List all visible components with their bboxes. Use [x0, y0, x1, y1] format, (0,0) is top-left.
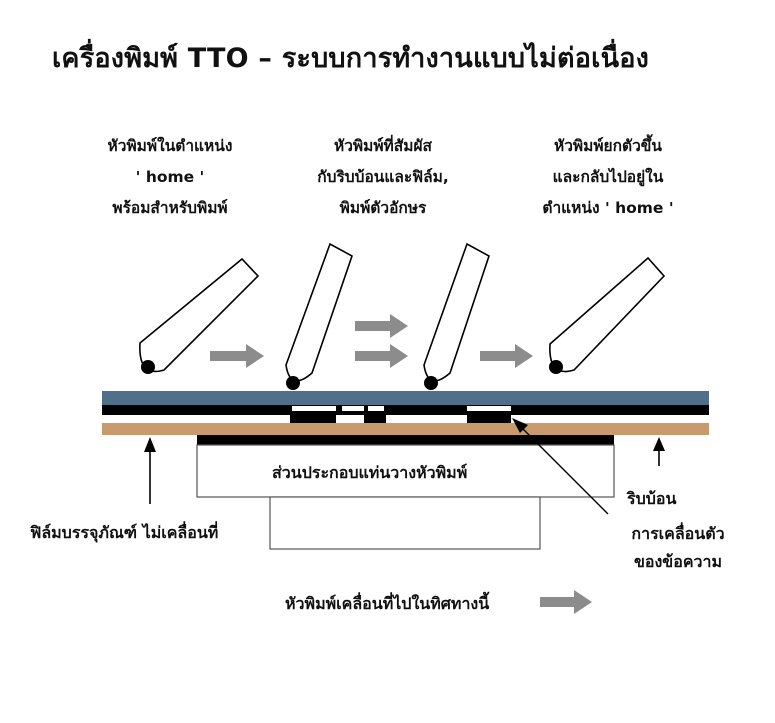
- printhead-returned: [549, 256, 666, 374]
- ribbon-band: [102, 391, 709, 405]
- printed-message: [290, 406, 511, 423]
- arrow-head-icon: [512, 418, 528, 433]
- label-packaging-film: ฟิล์มบรรจุภัณฑ์ ไม่เคลื่อนที่: [30, 523, 219, 542]
- label-message-movement: การเคลื่อนตัว ของข้อความ: [631, 524, 725, 571]
- motion-arrows: [210, 314, 592, 614]
- film-band: [102, 423, 709, 435]
- message-pointer: [512, 418, 609, 515]
- printhead-home-1: [139, 257, 260, 374]
- arrow-up-icon: [653, 437, 665, 451]
- label-direction: หัวพิมพ์เคลื่อนที่ไปในทิศทางนี้: [285, 594, 490, 613]
- base-box: [269, 496, 541, 550]
- arrow-right-icon: [355, 344, 408, 368]
- caption-return-home: หัวพิมพ์ยกตัวขึ้น และกลับไปอยู่ใน ตำแหน่…: [542, 137, 674, 217]
- label-printhead-mount: ส่วนประกอบแท่นวางหัวพิมพ์: [272, 463, 468, 482]
- printhead-lifting: [423, 242, 490, 390]
- arrow-right-icon: [355, 314, 408, 338]
- diagram-title: เครื่องพิมพ์ TTO – ระบบการทำงานแบบไม่ต่อ…: [52, 43, 650, 74]
- film-pointer: [144, 437, 156, 504]
- arrow-up-icon: [144, 437, 156, 452]
- printhead-mount-box: [196, 444, 615, 498]
- printhead-printing: [285, 242, 353, 390]
- arrow-right-icon: [210, 344, 264, 368]
- caption-printing: หัวพิมพ์ที่สัมผัส กับริบบ้อนและฟิล์ม, พิ…: [317, 137, 449, 217]
- label-ribbon: ริบบ้อน: [627, 489, 677, 508]
- ribbon-pointer: [653, 437, 665, 466]
- ink-layer: [102, 405, 709, 415]
- printhead-mount-bar: [197, 435, 614, 445]
- arrow-right-icon: [480, 344, 533, 368]
- caption-home-position: หัวพิมพ์ในตำแหน่ง ' home ' พร้อมสำหรับพิ…: [107, 137, 233, 217]
- arrow-right-icon: [540, 590, 592, 614]
